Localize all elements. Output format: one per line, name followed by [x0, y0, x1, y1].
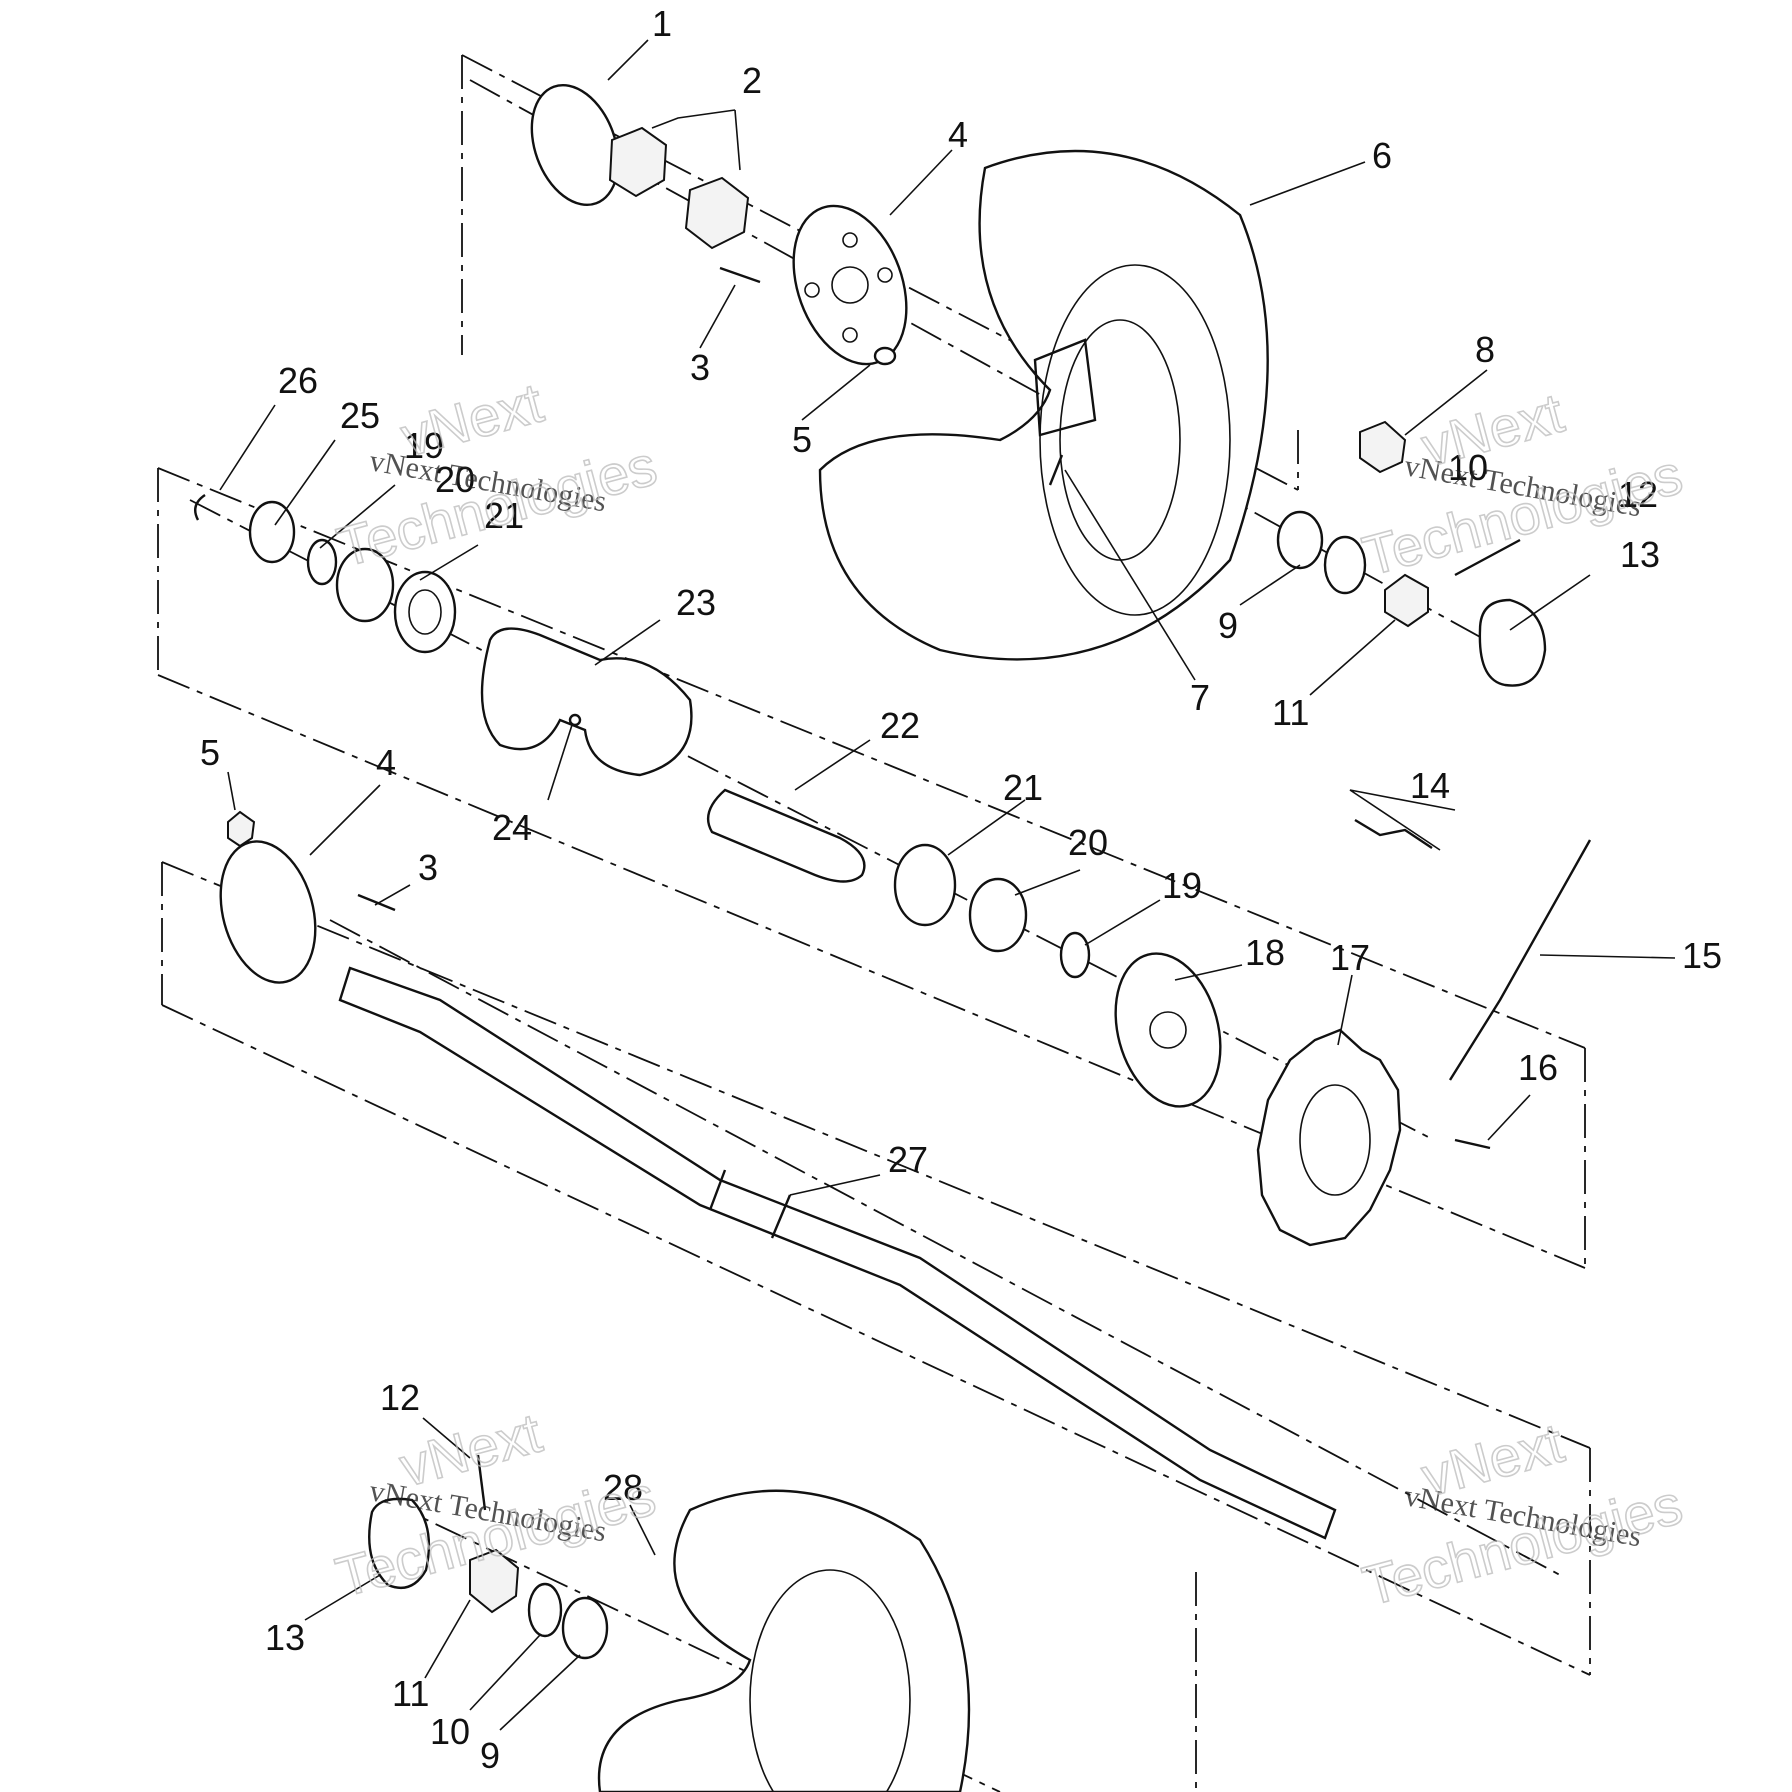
callout-24: 24	[492, 807, 532, 848]
part-2-nut-b	[684, 176, 750, 250]
top-tire	[818, 149, 1269, 661]
part-10-washer-b	[527, 1582, 563, 1638]
callout-21-mid: 21	[1003, 767, 1043, 808]
callout-23: 23	[676, 582, 716, 623]
part-10-washer	[1323, 535, 1367, 595]
callout-9-bottom: 9	[480, 1735, 500, 1776]
callout-26: 26	[278, 360, 318, 401]
part-17-sprocket	[1256, 1028, 1402, 1247]
callout-16: 16	[1518, 1047, 1558, 1088]
callout-19-mid: 19	[1162, 865, 1202, 906]
callout-6: 6	[1372, 135, 1392, 176]
callout-14: 14	[1410, 765, 1450, 806]
callout-4-axle: 4	[376, 742, 396, 783]
callout-1: 1	[652, 3, 672, 44]
callout-11-bottom: 11	[392, 1673, 429, 1714]
callout-12-top: 12	[1618, 474, 1658, 515]
callout-9-top: 9	[1218, 605, 1238, 646]
part-20-seal-b	[968, 877, 1028, 953]
part-20-seal	[335, 547, 395, 623]
callout-13-top: 13	[1620, 534, 1660, 575]
part-7-valve	[1048, 454, 1064, 486]
callout-28: 28	[603, 1467, 643, 1508]
leader-lines	[219, 39, 1676, 1731]
part-4-hub	[792, 204, 908, 366]
callout-22: 22	[880, 705, 920, 746]
callout-8: 8	[1475, 329, 1495, 370]
callout-4-top: 4	[948, 114, 968, 155]
part-25-seal	[248, 500, 296, 564]
part-21-bearing-b	[893, 843, 957, 927]
part-19-oring	[306, 538, 338, 586]
part-24-fitting	[568, 713, 582, 727]
part-23-housing	[480, 627, 693, 777]
callout-19-top: 19	[404, 425, 444, 466]
part-13-cap	[1478, 598, 1547, 687]
part-5-nut-b	[227, 810, 256, 848]
callout-3-axle: 3	[418, 847, 438, 888]
middle-bearing-assembly	[194, 494, 1592, 1247]
callout-20-mid: 20	[1068, 822, 1108, 863]
callout-5-axle: 5	[200, 732, 220, 773]
part-2-nut-a	[608, 126, 668, 198]
callout-7: 7	[1190, 677, 1210, 718]
part-28-tire	[597, 1489, 971, 1792]
callout-15: 15	[1682, 935, 1722, 976]
callout-3-top: 3	[690, 347, 710, 388]
part-9-washer	[1276, 510, 1324, 570]
part-14-master-link	[1354, 818, 1433, 849]
part-13-cap-b	[368, 1497, 431, 1590]
part-18-sprocket-hub	[1114, 952, 1222, 1108]
part-5-nut	[873, 346, 897, 366]
part-15-chain	[1448, 839, 1592, 1081]
callout-18: 18	[1245, 932, 1285, 973]
top-right-hardware	[1276, 420, 1547, 687]
axle-assembly	[219, 810, 1337, 1540]
part-12-cotter-pin-b	[476, 1454, 487, 1511]
top-hub-assembly	[530, 83, 908, 366]
watermark-logo-tl-a: vNext	[395, 370, 550, 468]
callout-10-bottom: 10	[430, 1711, 470, 1752]
part-21-bearing	[393, 570, 457, 654]
part-1-washer	[530, 83, 620, 207]
callout-17: 17	[1330, 937, 1370, 978]
callout-11-top: 11	[1272, 692, 1309, 733]
part-11-castle-nut	[1384, 573, 1429, 628]
part-11-castle-nut-b	[469, 1548, 520, 1614]
part-6-tire	[818, 149, 1269, 661]
part-16-bolt	[1454, 1138, 1491, 1150]
part-4-hub-b	[219, 840, 317, 984]
bottom-hub-assembly	[368, 1454, 971, 1792]
part-12-cotter-pin	[1454, 538, 1521, 577]
part-8-nut	[1359, 420, 1407, 474]
callout-labels: 1 2 3 4 5 6 7 8 9 10 11 12 13 26 25 19 2…	[200, 3, 1722, 1776]
part-3-bolt-b	[357, 893, 396, 912]
part-26-snap-ring	[194, 494, 206, 521]
callout-25: 25	[340, 395, 380, 436]
callout-5-top: 5	[792, 419, 812, 460]
part-9-washer-b	[561, 1596, 609, 1660]
callout-27: 27	[888, 1139, 928, 1180]
part-22-spacer	[707, 788, 866, 883]
part-19-oring-b	[1059, 931, 1091, 979]
callout-20-top: 20	[435, 459, 475, 500]
callout-12-bottom: 12	[380, 1377, 420, 1418]
callout-10-top: 10	[1448, 447, 1488, 488]
part-3-bolt	[719, 266, 761, 284]
callout-21-top: 21	[484, 495, 524, 536]
callout-13-bottom: 13	[265, 1617, 305, 1658]
callout-2: 2	[742, 60, 762, 101]
